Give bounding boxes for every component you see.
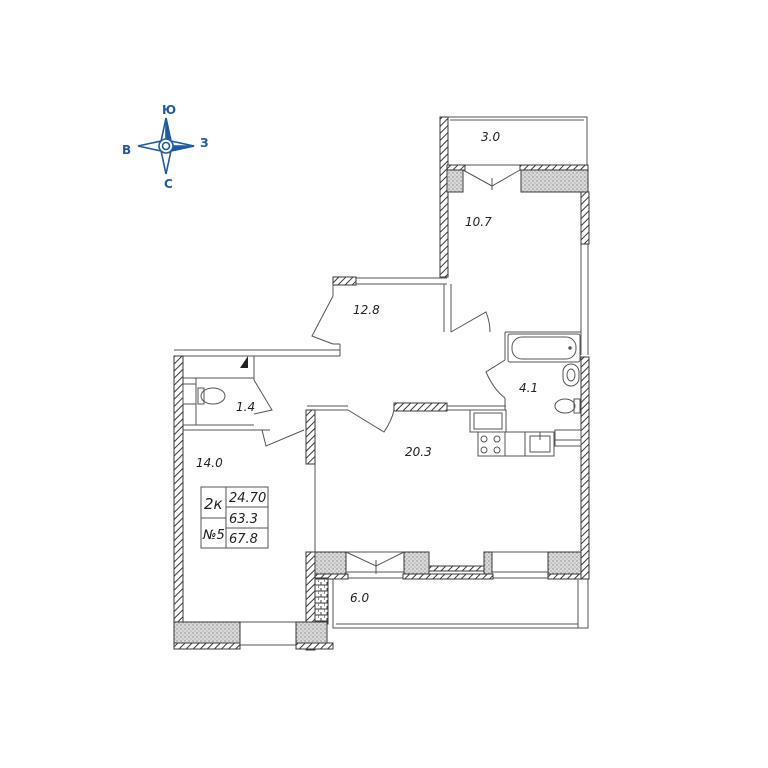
wc-sink-icon: [182, 383, 197, 405]
room-area-balcony-top: 3.0: [481, 130, 500, 144]
room-area-left-room: 14.0: [196, 456, 223, 470]
bathtub-icon: [507, 333, 581, 363]
insulation-blocks: [173, 169, 589, 644]
compass: Ю С В З: [122, 103, 209, 191]
sink-icon: [562, 363, 580, 387]
room-area-balcony-bottom: 6.0: [350, 591, 369, 605]
compass-north-label: С: [164, 177, 173, 191]
total-with-balcony-value: 67.8: [229, 532, 258, 547]
vent-icon: [240, 356, 248, 368]
compass-west-label: В: [122, 143, 131, 157]
apartment-number-label: №5: [202, 528, 225, 543]
room-area-bedroom: 10.7: [465, 215, 492, 229]
apartment-info-box: 2к №5 24.70 63.3 67.8: [200, 486, 269, 549]
apartment-type-label: 2к: [204, 495, 223, 513]
door-swings: [253, 169, 521, 574]
compass-rose-icon: [137, 117, 195, 175]
toilet-icon: [573, 398, 581, 414]
compass-east-label: З: [200, 136, 209, 150]
room-area-hall: 12.8: [353, 303, 380, 317]
brick-column: [314, 577, 329, 625]
room-area-living-kitchen: 20.3: [405, 445, 432, 459]
room-labels: 3.0 10.7 12.8 4.1 1.4 20.3 14.0 6.0: [196, 130, 538, 605]
room-area-bathroom: 4.1: [519, 381, 538, 395]
washing-machine-icon: [554, 429, 582, 447]
room-area-wc: 1.4: [236, 400, 255, 414]
compass-south-label: Ю: [162, 103, 176, 117]
structural-walls: [173, 116, 590, 651]
living-area-value: 24.70: [229, 491, 266, 506]
wc-toilet-icon: [197, 387, 205, 405]
total-area-value: 63.3: [229, 512, 258, 527]
fixtures: [182, 333, 582, 457]
